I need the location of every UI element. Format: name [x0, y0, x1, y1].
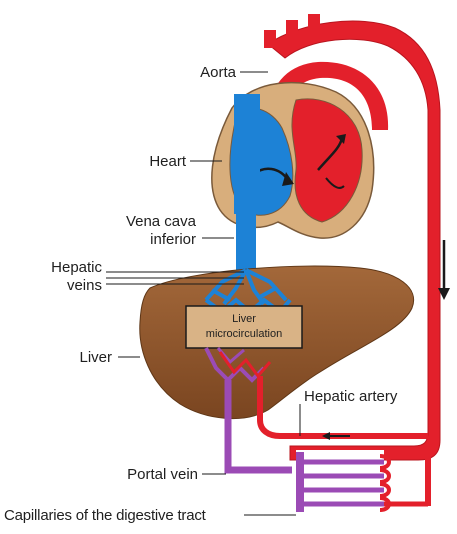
- liver-microcirculation-box: Liver microcirculation: [186, 306, 302, 348]
- liver-micro-label-1: Liver: [232, 313, 256, 325]
- label-portal-vein: Portal vein: [127, 466, 198, 483]
- vena-cava: [234, 94, 260, 274]
- label-hepatic-artery: Hepatic artery: [304, 388, 398, 405]
- label-aorta: Aorta: [200, 64, 237, 81]
- aorta-branch: [264, 30, 276, 48]
- label-hepatic-veins-1: Hepatic: [51, 259, 102, 276]
- label-heart: Heart: [149, 153, 187, 170]
- label-vena-cava-2: inferior: [150, 231, 196, 248]
- label-liver: Liver: [79, 349, 112, 366]
- aorta-branch: [308, 14, 320, 28]
- label-capillaries: Capillaries of the digestive tract: [4, 507, 207, 524]
- aorta-branch: [286, 20, 298, 36]
- label-hepatic-veins-2: veins: [67, 277, 102, 294]
- liver-micro-label-2: microcirculation: [206, 328, 282, 340]
- label-vena-cava-1: Vena cava: [126, 213, 197, 230]
